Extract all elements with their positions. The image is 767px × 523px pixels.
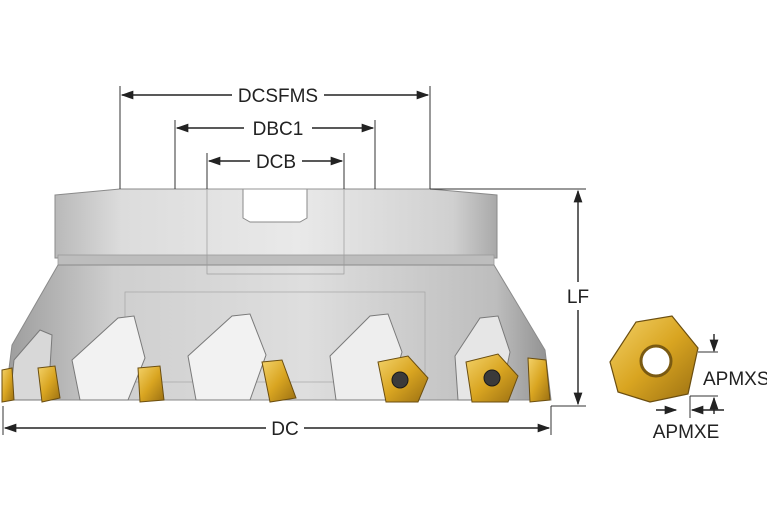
insert-7 — [1, 367, 15, 403]
dimension-labels: DCSFMS DBC1 DCB LF DC APMXS APMXE — [238, 86, 767, 443]
groove-ring — [57, 254, 495, 266]
label-dc: DC — [271, 419, 298, 440]
drive-key-slot — [242, 188, 308, 223]
insert-6 — [527, 357, 551, 403]
hidden-line-bore — [206, 188, 345, 275]
insert-5-screw — [483, 369, 501, 387]
label-dcb: DCB — [256, 152, 296, 173]
insert-3 — [261, 359, 297, 403]
insert-detail — [609, 315, 699, 403]
label-dcsfms: DCSFMS — [238, 86, 318, 107]
extension-lines — [2, 86, 718, 435]
insert-4-screw — [391, 371, 409, 389]
label-apmxs: APMXS — [703, 369, 767, 390]
label-apmxe: APMXE — [653, 422, 720, 443]
insert-1 — [37, 365, 61, 403]
dimension-lines — [3, 90, 724, 433]
insert-detail-hole — [639, 344, 673, 378]
label-lf: LF — [567, 287, 589, 308]
label-dbc1: DBC1 — [253, 119, 304, 140]
chip-pocket-2 — [187, 313, 267, 401]
cutter-inserts — [1, 353, 551, 403]
chip-pocket-1 — [71, 315, 146, 401]
insert-2 — [137, 365, 165, 403]
